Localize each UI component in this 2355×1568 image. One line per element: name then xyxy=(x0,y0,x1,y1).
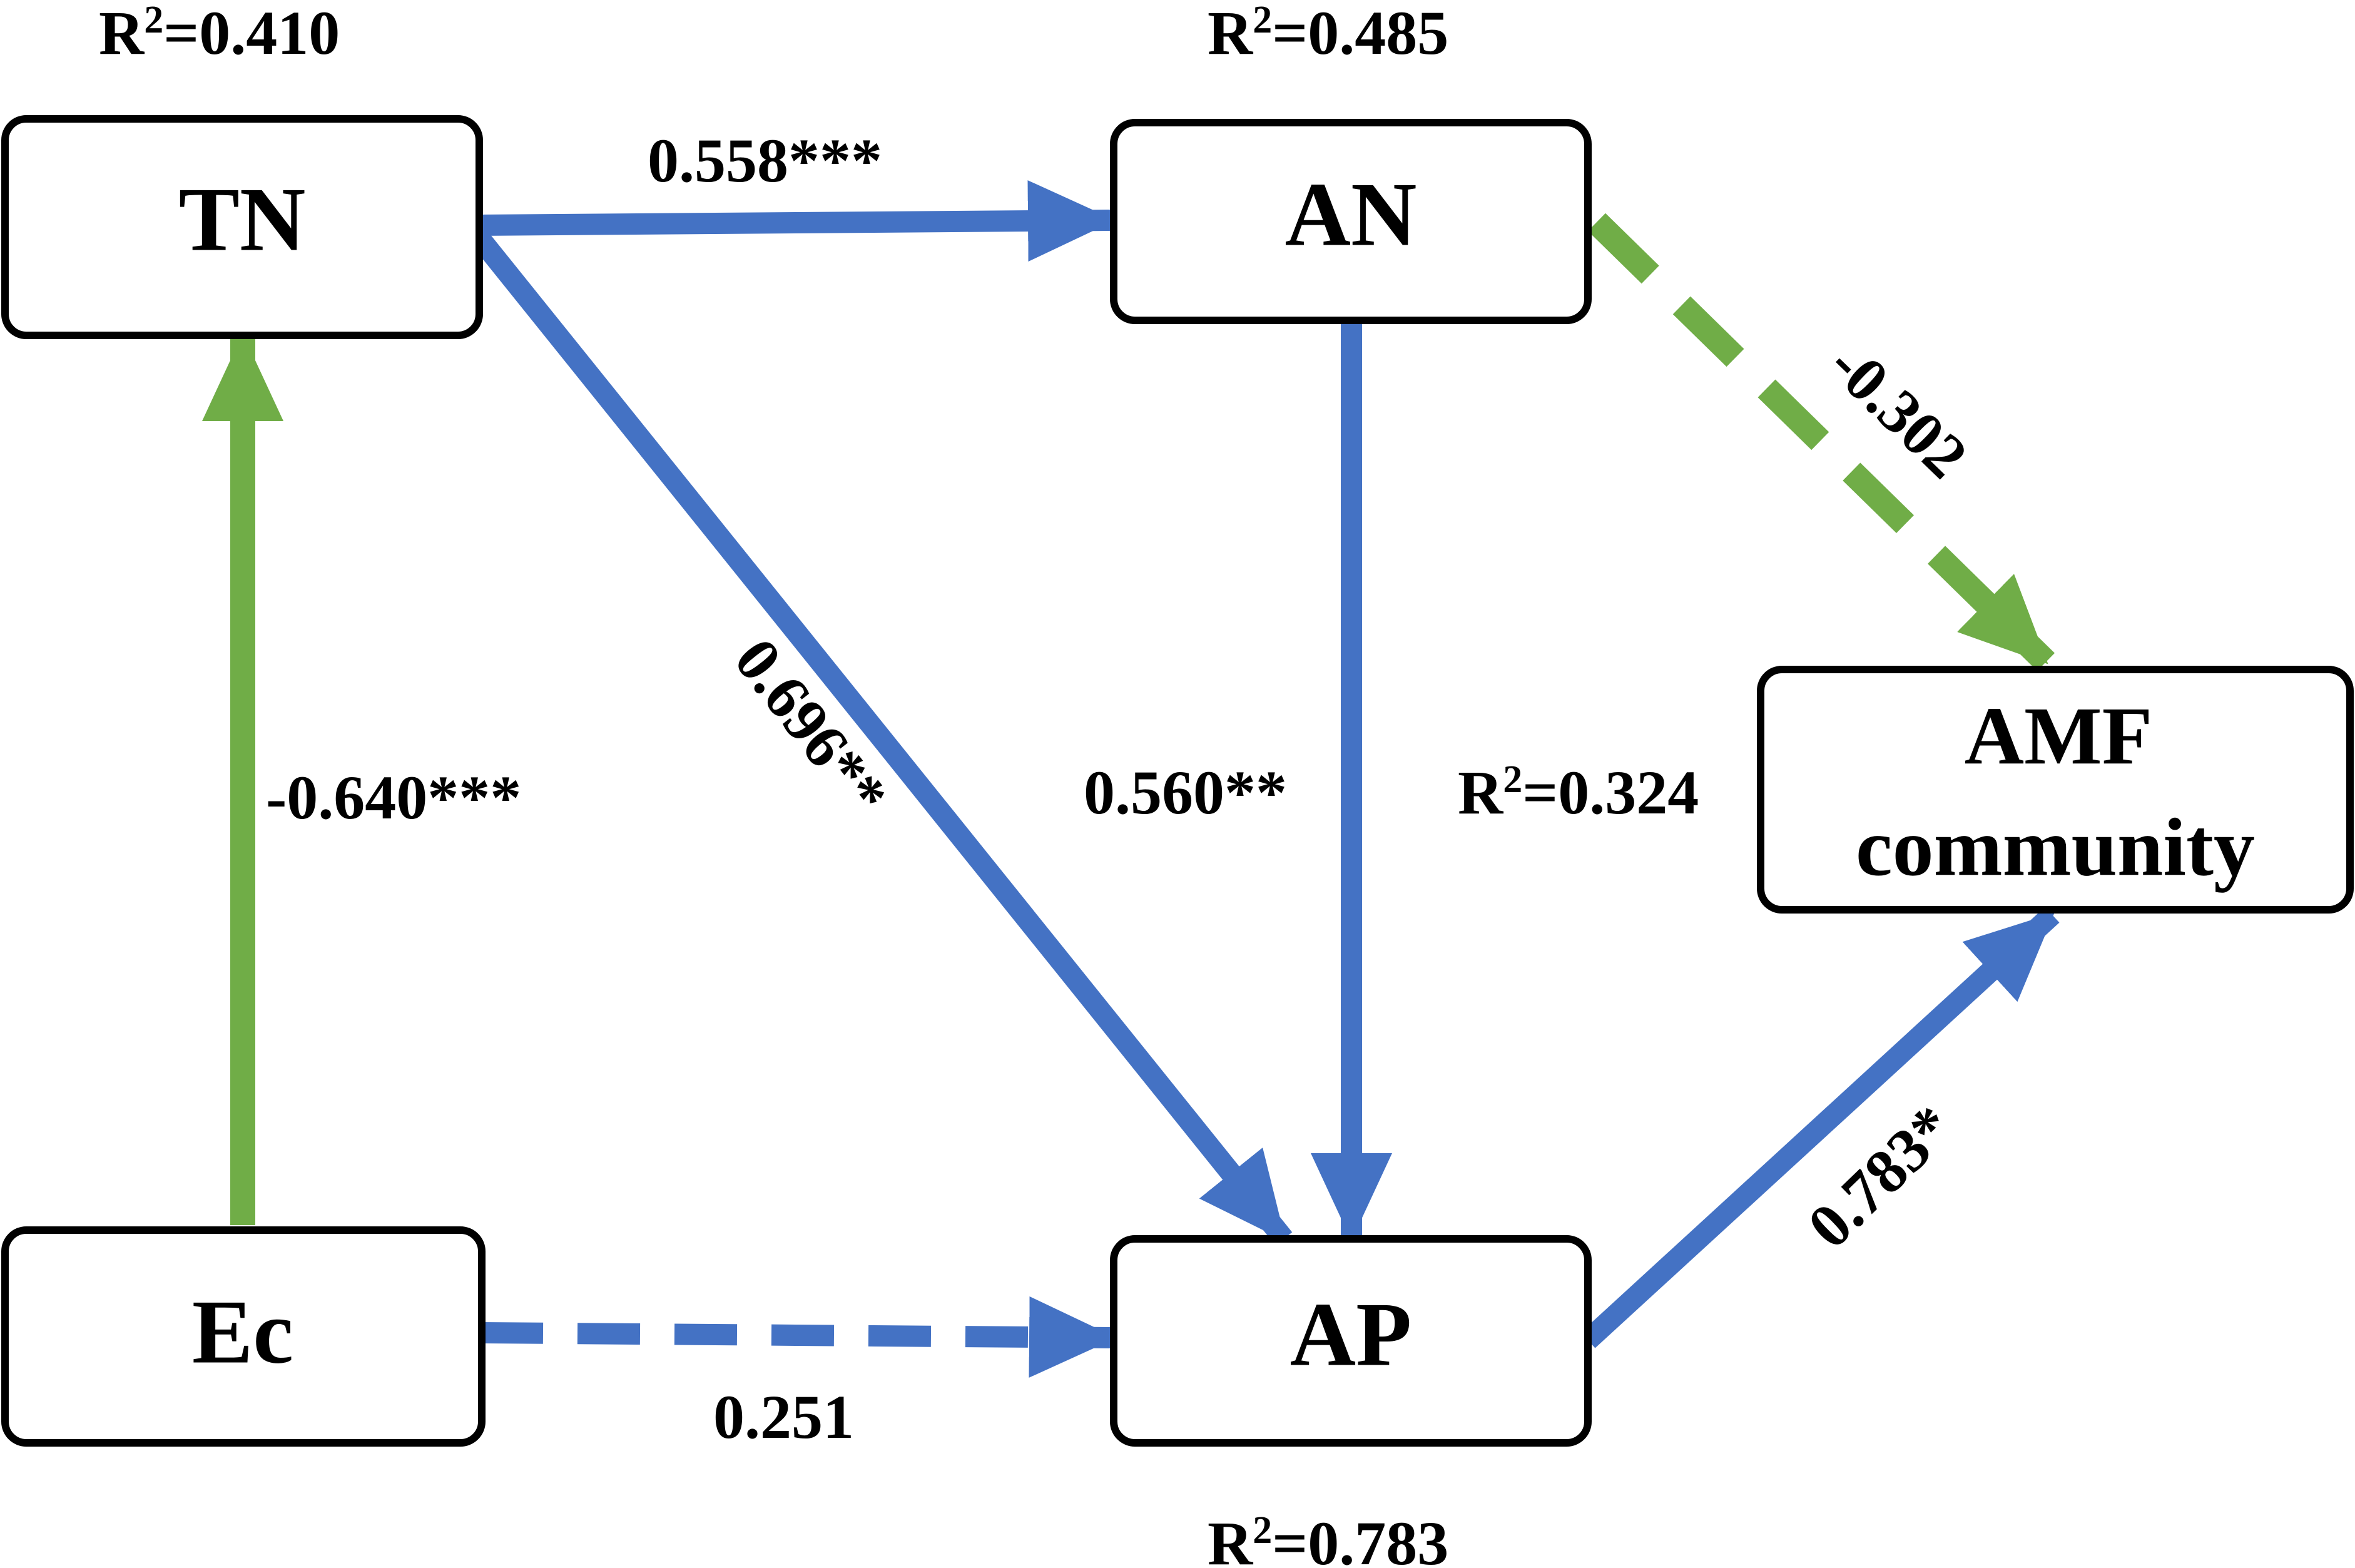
node-an-label: AN xyxy=(1285,164,1417,265)
coef-an-ap: 0.560** xyxy=(1084,758,1287,827)
node-ap-label: AP xyxy=(1290,1284,1412,1385)
node-ec-label: Ec xyxy=(192,1281,293,1383)
arrow-an-to-amf xyxy=(1588,213,2055,671)
arrow-tn-to-ap xyxy=(465,225,1293,1246)
arrow-ec-to-ap xyxy=(480,1296,1117,1378)
r2-ap: R2=0.783 xyxy=(1208,1509,1448,1568)
r2-an: R2=0.485 xyxy=(1208,0,1448,68)
coef-an-amf: -0.302 xyxy=(1816,329,1981,491)
node-amf-community: AMF community xyxy=(1757,666,2354,914)
node-an: AN xyxy=(1110,119,1592,324)
arrow-tn-to-an xyxy=(474,180,1116,262)
r2-amf: R2=0.324 xyxy=(1458,758,1699,827)
r2-tn: R2=0.410 xyxy=(99,0,340,68)
node-amf-label-line1: AMF xyxy=(1965,690,2153,781)
coef-tn-an: 0.558*** xyxy=(648,126,882,195)
coef-ec-tn: -0.640*** xyxy=(266,763,521,832)
coef-ec-ap: 0.251 xyxy=(713,1382,854,1452)
node-ec: Ec xyxy=(1,1226,486,1447)
node-amf-label-line2: community xyxy=(1856,801,2255,893)
node-ap: AP xyxy=(1110,1235,1592,1447)
node-tn: TN xyxy=(1,115,483,339)
node-tn-label: TN xyxy=(179,169,306,270)
arrow-ap-to-amf xyxy=(1580,907,2060,1348)
